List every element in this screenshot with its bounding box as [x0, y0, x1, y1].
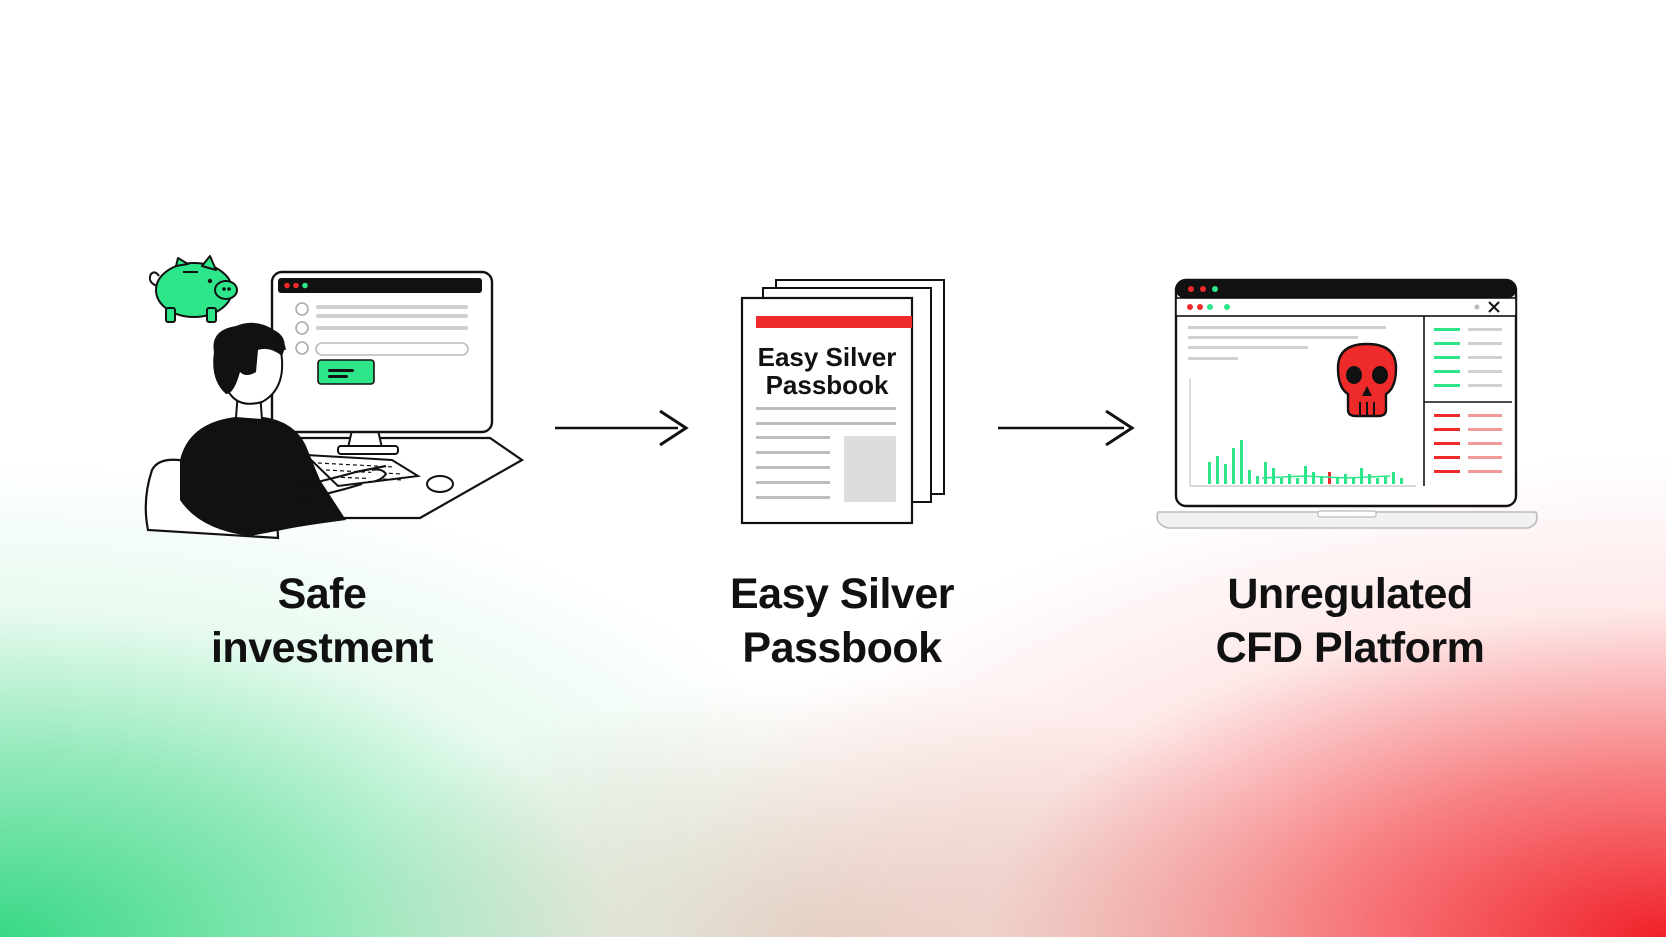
- label-easy-silver-passbook-line2: Passbook: [742, 624, 942, 672]
- label-unregulated-cfd-platform: Unregulated CFD Platform: [1170, 567, 1530, 675]
- label-unregulated-cfd-platform-line1: Unregulated: [1227, 570, 1473, 618]
- label-safe-investment-line2: investment: [210, 624, 434, 672]
- arrow-icon: [998, 409, 1135, 447]
- laptop-with-skull-icon: [1156, 278, 1538, 529]
- label-safe-investment-line1: Safe: [277, 570, 367, 618]
- skull-icon: [1336, 342, 1398, 418]
- document-stack-icon: Easy Silver Passbook: [740, 279, 945, 525]
- label-easy-silver-passbook: Easy Silver Passbook: [662, 567, 1022, 675]
- label-safe-investment: Safe investment: [142, 567, 502, 675]
- arrow-icon: [555, 409, 689, 447]
- document-title-line2: Passbook: [766, 370, 889, 400]
- label-easy-silver-passbook-line1: Easy Silver: [729, 570, 955, 618]
- piggy-bank-icon: [148, 255, 238, 323]
- label-unregulated-cfd-platform-line2: CFD Platform: [1215, 624, 1485, 672]
- mini-bar-chart: [1208, 440, 1403, 484]
- document-title-line1: Easy Silver: [758, 342, 897, 372]
- safe-investment-illustration: [144, 255, 525, 540]
